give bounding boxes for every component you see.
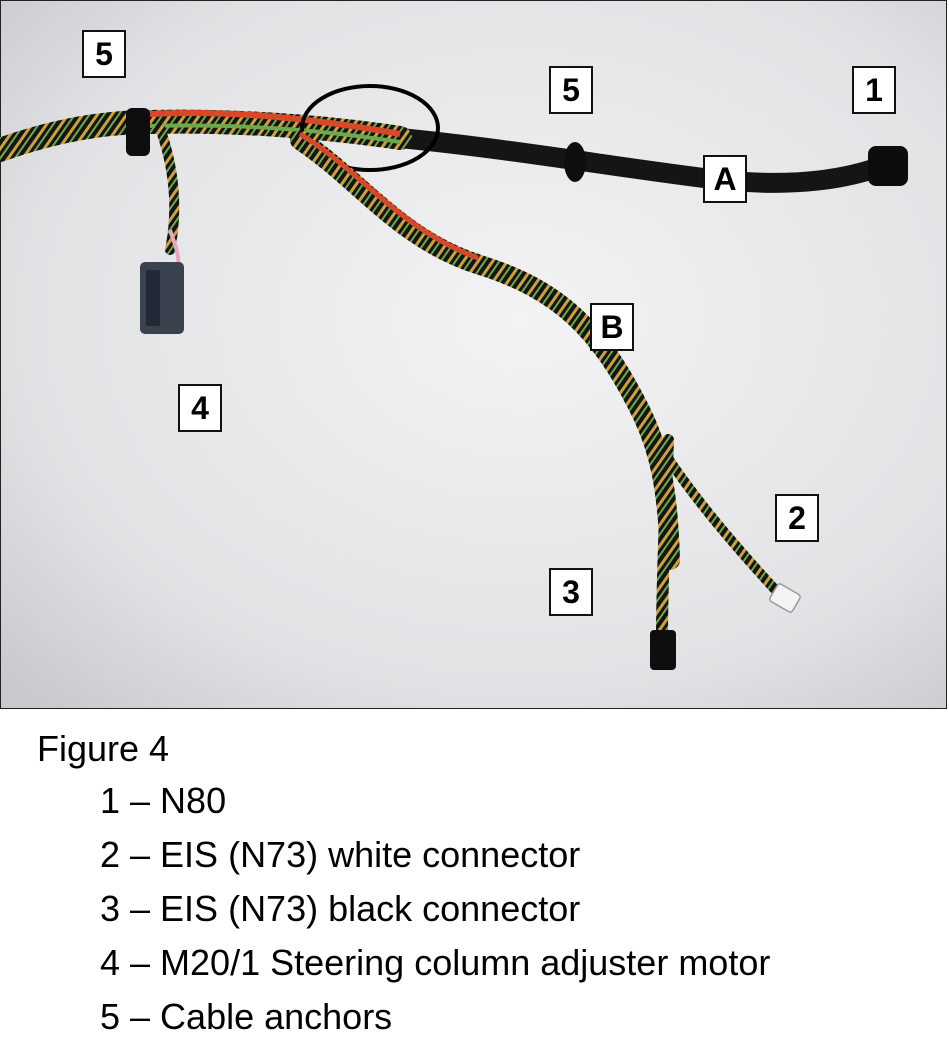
red-wires bbox=[149, 109, 401, 137]
callout-1: 1 bbox=[852, 66, 896, 114]
callout-3: 3 bbox=[549, 568, 593, 616]
legend-item-4: 4 – M20/1 Steering column adjuster motor bbox=[100, 942, 771, 983]
figure-title: Figure 4 bbox=[37, 728, 170, 769]
black-connector bbox=[650, 630, 676, 670]
legend-item-1: 1 – N80 bbox=[100, 780, 227, 821]
callout-2: 2 bbox=[775, 494, 819, 542]
n80-connector bbox=[868, 146, 908, 186]
left-bundle bbox=[0, 109, 412, 162]
cable-anchor-right bbox=[564, 142, 586, 182]
callout-4: 4 bbox=[178, 384, 222, 432]
black-connector-branch bbox=[656, 434, 674, 641]
wiring-harness-photo bbox=[0, 0, 947, 709]
callout-a: A bbox=[703, 155, 747, 203]
legend-item-3: 3 – EIS (N73) black connector bbox=[100, 888, 581, 929]
highlight-ellipse bbox=[300, 84, 440, 172]
white-connector bbox=[769, 583, 801, 613]
motor-connector-face bbox=[146, 270, 160, 326]
branch-b bbox=[290, 130, 680, 570]
branch-b-red bbox=[298, 131, 479, 261]
conduit-a bbox=[390, 128, 895, 193]
cable-anchor-left bbox=[126, 108, 150, 156]
callout-b: B bbox=[590, 303, 634, 351]
legend-item-5: 5 – Cable anchors bbox=[100, 996, 393, 1037]
callout-5-left: 5 bbox=[82, 30, 126, 78]
callout-5-right: 5 bbox=[549, 66, 593, 114]
green-wires bbox=[149, 123, 401, 144]
legend-item-2: 2 – EIS (N73) white connector bbox=[100, 834, 581, 875]
photo-background bbox=[0, 0, 947, 709]
white-connector-branch bbox=[645, 425, 785, 600]
